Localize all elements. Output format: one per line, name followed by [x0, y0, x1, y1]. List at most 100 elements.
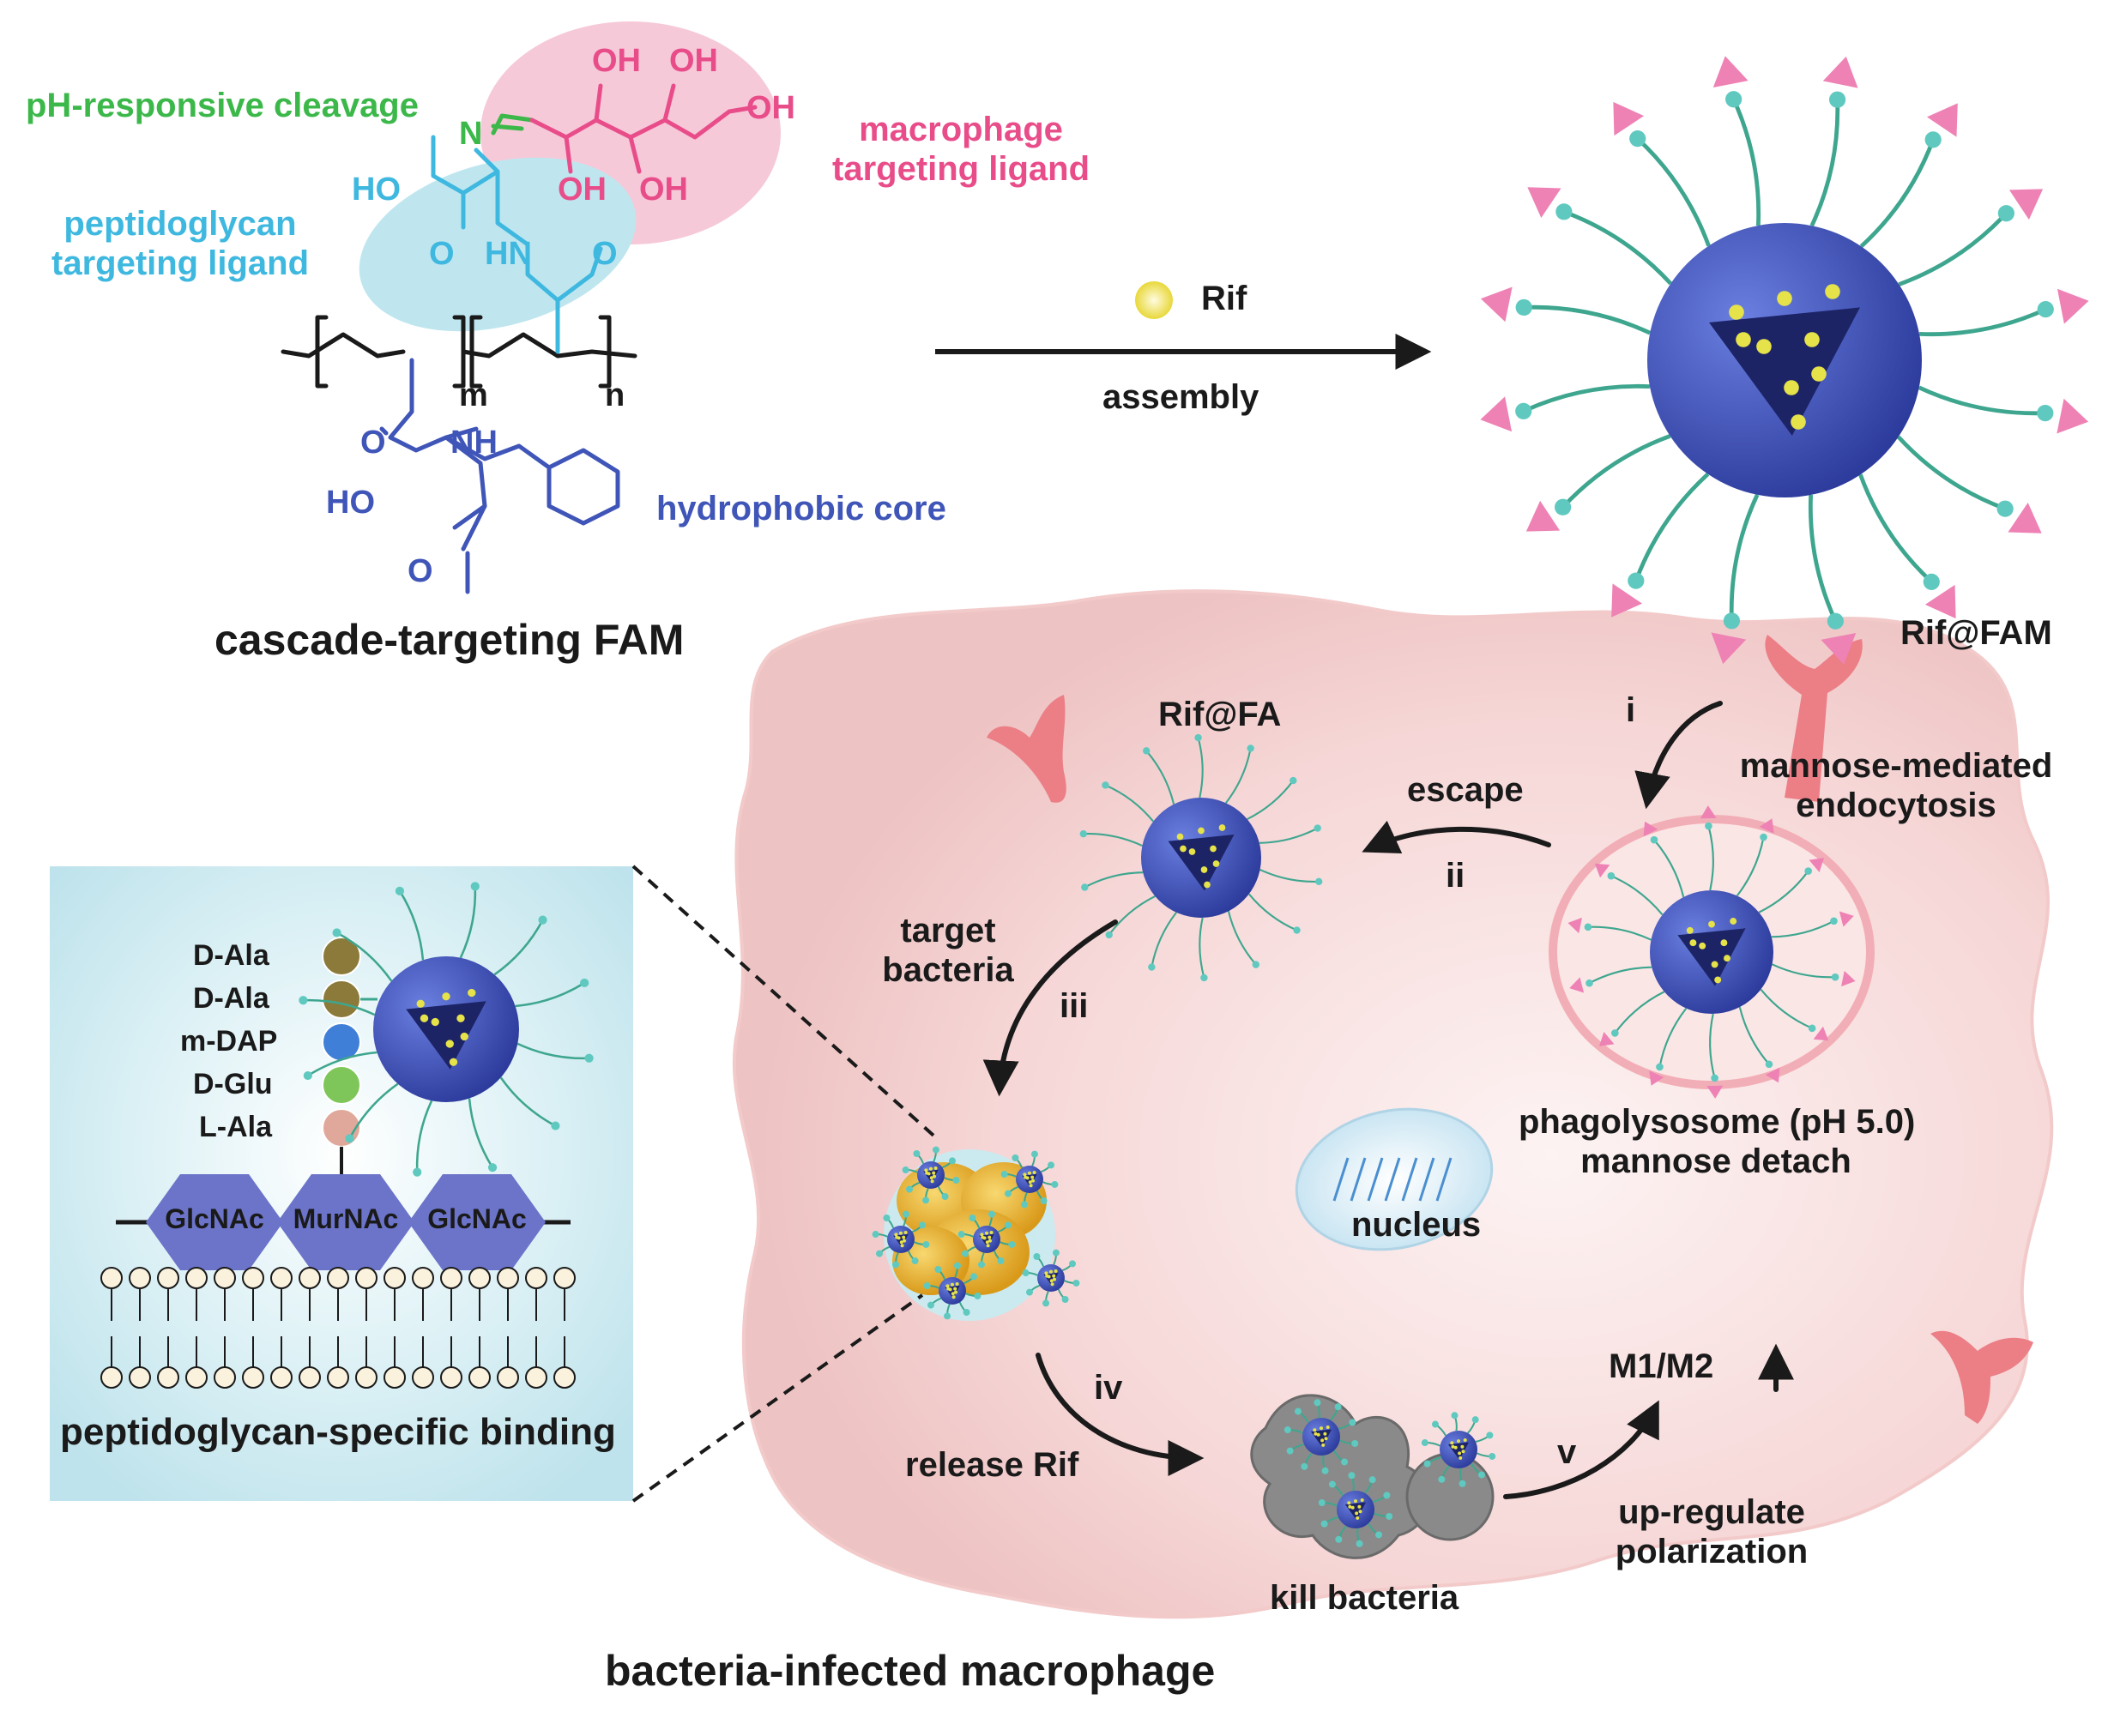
polymer-arm	[1610, 875, 1664, 916]
lipid-head	[468, 1366, 491, 1389]
m1m2-label: M1/M2	[1609, 1347, 1714, 1385]
ligand-head	[1194, 733, 1202, 742]
structure-caption: cascade-targeting FAM	[214, 616, 685, 664]
lipid-head	[525, 1267, 547, 1289]
ligand-head	[1072, 1279, 1080, 1287]
polymer-structure	[281, 83, 758, 594]
rif-drug-dot	[1044, 1271, 1048, 1275]
ligand-head	[1102, 781, 1109, 789]
rif-drug-dot	[1050, 1282, 1054, 1287]
ligand-head	[1760, 833, 1767, 841]
lipid-head	[299, 1267, 321, 1289]
rif-drug-dot	[1180, 845, 1187, 853]
phagolysosome-line1: phagolysosome (pH 5.0)	[1519, 1103, 1916, 1141]
polymer-arm	[493, 919, 544, 976]
step-i-text-line2: endocytosis	[1796, 787, 1996, 824]
nucleus-organelle	[1295, 1107, 1494, 1251]
residue-label-2: D-Ala	[193, 982, 269, 1015]
rif-drug-dot	[1720, 939, 1728, 947]
rif-drug-dot	[1023, 1172, 1027, 1177]
ligand-head	[1290, 776, 1297, 785]
rif-drug-dot	[1032, 1171, 1036, 1174]
rif-drug-dot	[986, 1244, 990, 1248]
ligand-head	[1650, 835, 1658, 844]
ligand-head	[922, 1197, 930, 1204]
rif-fam-nanoparticle	[1480, 56, 2089, 665]
bound-nanoparticles	[872, 1146, 1080, 1320]
atom-o-blue-2: O	[408, 553, 433, 589]
polymer-arm	[1563, 209, 1673, 286]
polymer-arm	[1771, 919, 1834, 938]
lipid-head	[270, 1366, 293, 1389]
rif-drug-dot	[460, 1032, 468, 1041]
rif-drug-dot	[951, 1292, 955, 1296]
inset-caption: peptidoglycan-specific binding	[60, 1411, 616, 1453]
ligand-head	[1656, 1063, 1664, 1071]
step-ii-label: ii	[1446, 857, 1465, 895]
arrow-iv	[1036, 1353, 1205, 1476]
mannose-ligand	[1813, 1026, 1829, 1041]
lipid-head	[440, 1267, 462, 1289]
polymer-arm	[1738, 1006, 1770, 1065]
cell-caption: bacteria-infected macrophage	[605, 1647, 1216, 1695]
rif-drug-dot	[1729, 304, 1744, 320]
polymer-arm	[1808, 494, 1838, 623]
residue-label-3: m-DAP	[180, 1025, 278, 1058]
ligand-head	[1105, 931, 1113, 939]
ligand-head	[1723, 612, 1741, 630]
rif-drug-dot	[1791, 414, 1806, 430]
lipid-head	[242, 1267, 264, 1289]
mannose-ligand	[1480, 286, 1513, 322]
ligand-head	[1142, 747, 1151, 755]
ligand-head	[1247, 744, 1254, 752]
ligand-head	[970, 1273, 978, 1281]
rif-drug-dot	[1736, 332, 1751, 347]
polymer-arm	[1858, 473, 1933, 584]
polymer-arm	[303, 998, 376, 1016]
rif-drug-dot	[899, 1231, 903, 1235]
polymer-arm	[1083, 833, 1143, 847]
polymer-arm	[335, 931, 393, 982]
lipid-head	[214, 1267, 236, 1289]
rif-drug-dot	[1756, 339, 1772, 354]
rif-drug-dot	[925, 1171, 929, 1175]
mannose-ligand	[1711, 632, 1747, 665]
rif-drug-dot	[988, 1235, 992, 1239]
lipid-head	[384, 1267, 406, 1289]
rif-drug-dot	[1204, 881, 1211, 889]
mannose-ligand	[1822, 56, 1858, 88]
rif-drug-dot	[929, 1176, 933, 1180]
ligand-head	[997, 1257, 1005, 1265]
residue-bead	[322, 980, 361, 1019]
ligand-head	[1252, 961, 1260, 968]
rif-drug-dot	[1313, 1428, 1317, 1432]
ligand-head	[1628, 572, 1645, 589]
ligand-head	[1478, 1471, 1486, 1479]
ligand-head	[1318, 1499, 1326, 1507]
ligand-head	[1827, 612, 1844, 630]
rif-drug-dot	[1030, 1175, 1035, 1179]
ligand-head	[902, 1210, 909, 1218]
atom-oh-4: OH	[558, 172, 607, 208]
ligand-head	[1765, 1060, 1773, 1069]
rif-drug-dot	[1054, 1269, 1058, 1273]
polymer-arm	[1653, 839, 1685, 898]
mannose-ligand	[1924, 584, 1956, 619]
lipid-head	[299, 1366, 321, 1389]
ligand-head	[1368, 1476, 1376, 1484]
rif-drug-dot	[1730, 918, 1737, 925]
rif-drug-dot	[1457, 1439, 1460, 1444]
polymer-arm	[1772, 963, 1836, 979]
ligand-head	[1349, 1419, 1356, 1426]
ligand-head	[934, 1265, 942, 1273]
peptidoglycan-art	[100, 882, 594, 1389]
lipid-head	[327, 1366, 349, 1389]
mannose-receptor	[987, 635, 2033, 1424]
polymer-arm	[516, 1042, 589, 1060]
ligand-head	[2037, 301, 2054, 318]
ligand-head	[1348, 1472, 1356, 1480]
ligand-head	[584, 1053, 594, 1063]
rif-drug-dot	[456, 1014, 465, 1022]
polymer-arm	[1736, 836, 1765, 897]
